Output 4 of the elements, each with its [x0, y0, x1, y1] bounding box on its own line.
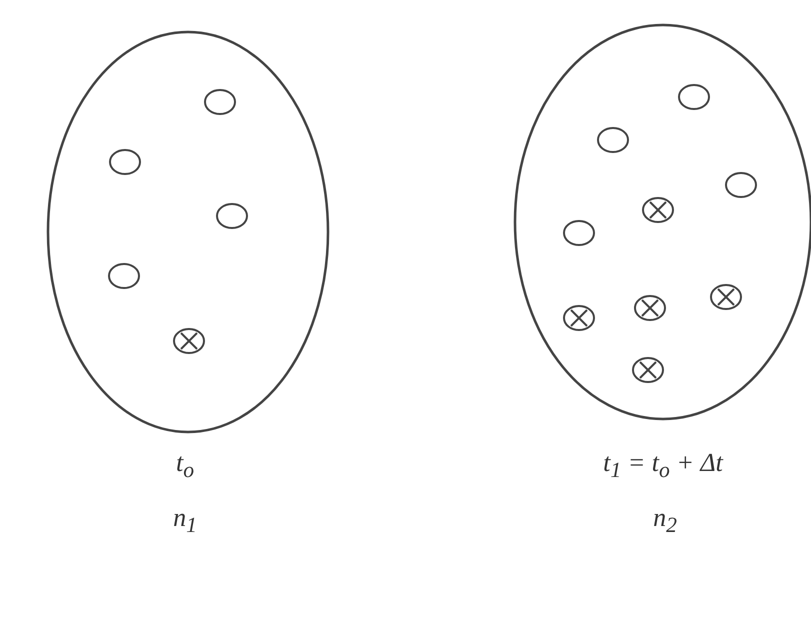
variable-label: t$_{1}$ = t$_{o}$ + Δt — [603, 448, 723, 484]
variable-label: n$_{1}$ — [173, 503, 197, 538]
variable-label: n$_{2}$ — [653, 503, 677, 538]
variable-label: t$_{o}$ — [176, 448, 194, 484]
